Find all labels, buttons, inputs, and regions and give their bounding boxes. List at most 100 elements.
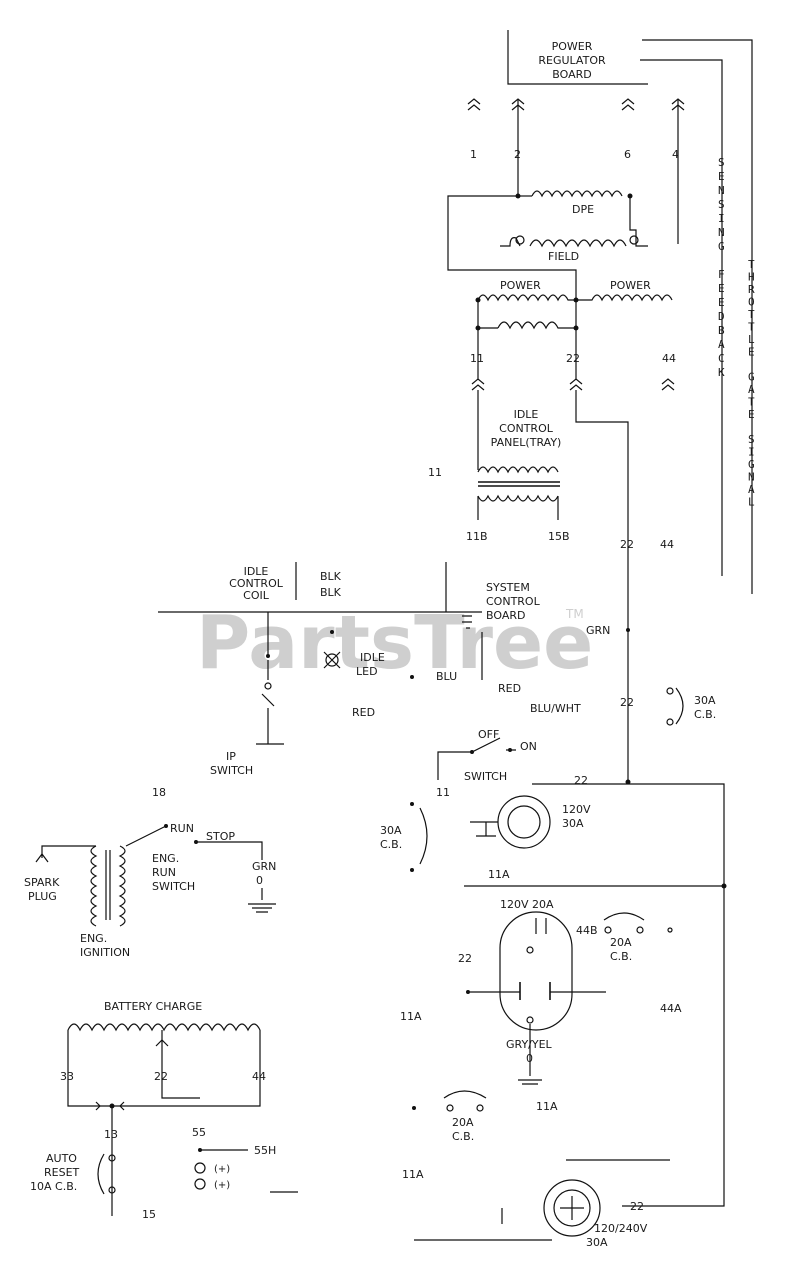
bc-44: 44 [252, 1070, 266, 1083]
power-regulator-board: POWER REGULATOR BOARD [507, 30, 648, 85]
pin-22: 22 [566, 352, 580, 365]
scb-label-2: CONTROL [486, 595, 541, 608]
watermark: PartsTree [196, 600, 593, 686]
vertical-letter: N [718, 226, 725, 239]
vertical-letter: G [748, 458, 755, 471]
idle-led-label-2: LED [356, 665, 378, 678]
vertical-letter: F [718, 268, 725, 281]
ers-label-2: RUN [152, 866, 176, 879]
spark-label-1: SPARK [24, 876, 60, 889]
vertical-letter: S [718, 156, 725, 169]
ers-label-3: SWITCH [152, 880, 195, 893]
wire-dpe-loop [447, 195, 577, 300]
idle-control-coil-block: IDLE CONTROL COIL BLK BLK [229, 562, 342, 602]
vertical-letter: O [748, 296, 755, 309]
num-55: 55 [192, 1126, 206, 1139]
vertical-letter: G [718, 240, 725, 253]
prb-label-1: POWER [552, 40, 593, 53]
wire-44-mid-label: 44 [660, 538, 674, 551]
pin-44: 44 [662, 352, 676, 365]
icp-label-2: CONTROL [499, 422, 554, 435]
cbl-label-2: C.B. [380, 838, 402, 851]
wire-22-bot: 22 [630, 1200, 644, 1213]
vertical-letter: A [718, 338, 725, 351]
vertical-letter: I [718, 212, 725, 225]
vertical-letter: A [748, 383, 755, 396]
idle-transformer [477, 466, 560, 520]
num-15: 15 [142, 1208, 156, 1221]
prb-label-2: REGULATOR [538, 54, 606, 67]
eng-run-switch: RUN STOP ENG. RUN SWITCH GRN 0 [125, 822, 276, 913]
gry-yel-1: GRY/YEL [506, 1038, 553, 1051]
wire-22-low: 22 [620, 696, 634, 709]
outlet-120v-20a: 120V 20A GRY/YEL 0 [466, 898, 606, 1085]
power-left-label: POWER [500, 279, 541, 292]
vertical-letter: N [748, 471, 755, 484]
wire-44a: 44A [660, 1002, 682, 1015]
bc-22: 22 [154, 1070, 168, 1083]
wire-44b: 44B [576, 924, 598, 937]
ign-label-2: IGNITION [80, 946, 130, 959]
ip-switch: IP SWITCH [210, 612, 284, 777]
wire-throttle-signal [642, 39, 753, 594]
dpe-label: DPE [572, 203, 594, 216]
vertical-letter: S [748, 433, 755, 446]
red-right-label: RED [498, 682, 521, 695]
wire-22-dup: 22 [458, 952, 472, 965]
spark-label-2: PLUG [28, 890, 57, 903]
dpe-winding: DPE [515, 190, 633, 216]
vertical-letter: T [748, 396, 755, 409]
vertical-letter: I [748, 446, 755, 459]
wire-11-sw: 11 [436, 786, 450, 799]
icc-label-1: IDLE [244, 565, 269, 578]
off-on-switch: OFF ON SWITCH 11 [436, 728, 537, 799]
power-windings: POWER POWER [475, 279, 673, 380]
vertical-letter: R [748, 283, 755, 296]
o240-label-2: 30A [586, 1236, 608, 1249]
vertical-letter: D [718, 310, 725, 323]
icp-label-1: IDLE [514, 408, 539, 421]
vertical-letter: T [748, 308, 755, 321]
vertical-letter: G [748, 371, 755, 384]
cb20r-label-2: C.B. [610, 950, 632, 963]
vertical-letter: E [748, 346, 755, 359]
eng-ignition: SPARK PLUG ENG. IGNITION [24, 845, 130, 959]
scb-label-3: BOARD [486, 609, 525, 622]
vertical-letter: A [748, 483, 755, 496]
wire-55h: 55H [254, 1144, 276, 1157]
wire-22-bus-label: 22 [574, 774, 588, 787]
gry-yel-2: 0 [526, 1052, 533, 1065]
icc-label-2: CONTROL [229, 577, 284, 590]
red-left-label: RED [352, 706, 375, 719]
vertical-letter: S [718, 198, 725, 211]
field-label: FIELD [548, 250, 579, 263]
outlet-120v-30a: 120V 30A [470, 795, 591, 849]
offon-on: ON [520, 740, 537, 753]
grn0-label-2: 0 [256, 874, 263, 887]
vertical-letter: E [748, 408, 755, 421]
cb-30a-right: 30A C.B. [666, 687, 716, 726]
vertical-letter: K [718, 366, 725, 379]
battery-charge: BATTERY CHARGE 33 22 44 [60, 1000, 266, 1111]
top-connectors [467, 98, 685, 111]
ip-label-2: SWITCH [210, 764, 253, 777]
wire-11a-top: 11A [488, 868, 510, 881]
wire-22-main [575, 390, 629, 780]
system-control-board: SYSTEM CONTROL BOARD [158, 562, 541, 680]
cb20l-label-2: C.B. [452, 1130, 474, 1143]
run-label: RUN [170, 822, 194, 835]
wire-11a-mid: 11A [400, 1010, 422, 1023]
scb-label-1: SYSTEM [486, 581, 530, 594]
idle-led-label-1: IDLE [360, 651, 385, 664]
ers-label-1: ENG. [152, 852, 179, 865]
cb-30a-left: 30A C.B. [380, 802, 428, 872]
cb-20a-right: 20A C.B. [603, 912, 673, 963]
arc-label-3: 10A C.B. [30, 1180, 77, 1193]
vertical-letter: C [718, 352, 725, 365]
o30-label-1: 120V [562, 803, 591, 816]
num-18: 18 [152, 786, 166, 799]
ign-label-1: ENG. [80, 932, 107, 945]
offon-off: OFF [478, 728, 499, 741]
vertical-letter: L [748, 333, 755, 346]
